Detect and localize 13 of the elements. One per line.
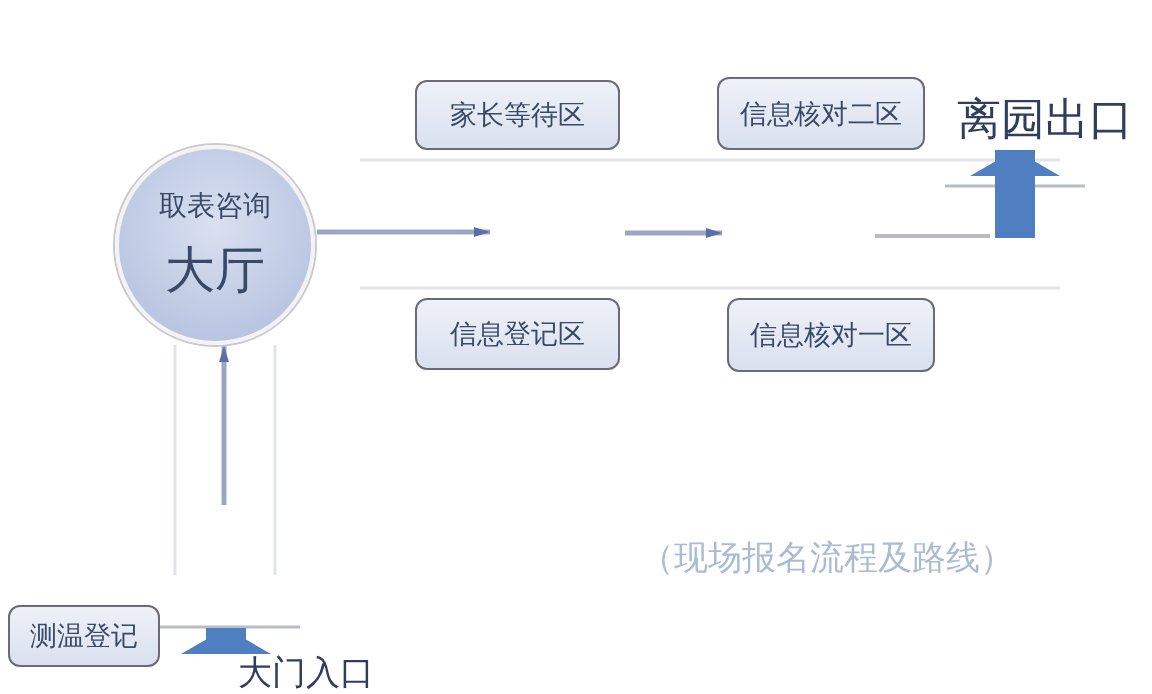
arrow xyxy=(317,227,490,237)
route-caption: （现场报名流程及路线） xyxy=(640,536,1014,579)
arrow xyxy=(219,346,229,505)
area-box: 信息核对二区 xyxy=(717,77,925,150)
arrow xyxy=(970,150,1060,238)
exit-label: 离园出口 xyxy=(950,90,1140,148)
area-box: 家长等待区 xyxy=(415,80,620,150)
area-box: 信息核对一区 xyxy=(727,298,935,372)
area-box: 信息登记区 xyxy=(415,298,620,370)
hall-title: 大厅 xyxy=(165,239,265,301)
entrance-label: 大门入口 xyxy=(238,651,374,694)
area-box: 测温登记 xyxy=(8,605,160,667)
hall-subtitle: 取表咨询 xyxy=(159,187,271,224)
